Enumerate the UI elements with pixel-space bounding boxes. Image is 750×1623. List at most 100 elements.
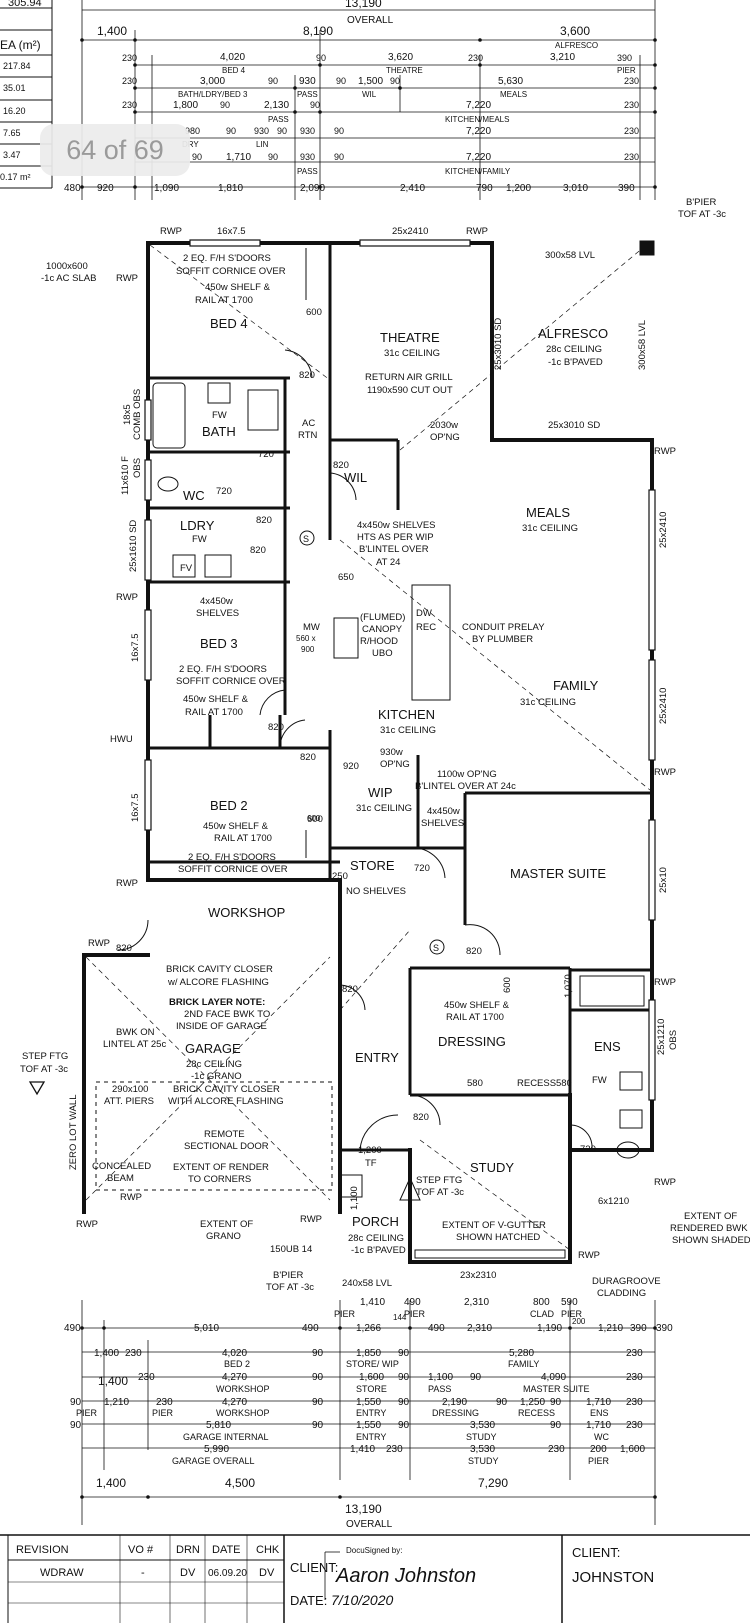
dim-label: 230 [624, 76, 639, 86]
tag-door: 820 [300, 752, 316, 763]
step-triangle-marker [28, 1081, 46, 1096]
tb-row-date: 06.09.20 [208, 1568, 247, 1579]
dim-label: 230 [468, 53, 483, 63]
room-workshop: WORKSHOP [208, 905, 285, 920]
dim-label: 800 [533, 1297, 550, 1308]
room-theatre: THEATRE [380, 330, 440, 345]
dim-label: 90 [398, 1397, 410, 1408]
note: 4x450w SHELVES [357, 520, 436, 531]
dim-label: 90 [398, 1348, 410, 1359]
room-notes: 2 EQ. F/H S'DOORS SOFFIT CORNICE OVER 45… [92, 250, 648, 1256]
note: 2 EQ. F/H S'DOORS [183, 253, 271, 264]
note: 2ND FACE BWK TO [184, 1009, 270, 1020]
tb-header-drn: DRN [176, 1544, 200, 1556]
tb-row-chk: DV [259, 1567, 275, 1579]
tag-rwp: RWP [116, 878, 138, 889]
dim-label: 1,090 [154, 183, 179, 194]
internal-walls [148, 243, 652, 1152]
note: B'LINTEL OVER AT 24c [415, 781, 516, 792]
dim-label: 7,220 [466, 100, 491, 111]
dim-label: 230 [125, 1348, 142, 1359]
tag-rwp: RWP [116, 273, 138, 284]
room-alfresco: ALFRESCO [538, 326, 608, 341]
note: 450w SHELF & [183, 694, 249, 705]
dim-label: PIER [404, 1309, 426, 1319]
note: -1c B'PAVED [548, 357, 603, 368]
top-dimension-labels: 13,190 OVERALL 1,400 8,190 3,600 ALFRESC… [64, 0, 639, 194]
dim-label: 90 [277, 126, 287, 136]
dim-label: 1,410 [360, 1297, 385, 1308]
tag-door: 600 [307, 814, 321, 823]
tb-client-label: CLIENT: [290, 1560, 338, 1575]
dim-label: PIER [152, 1408, 174, 1418]
note: OP'NG [380, 759, 410, 770]
dim-label: 480 [64, 183, 81, 194]
tag-door: 820 [116, 943, 132, 954]
tag-window: 16x7.5 [130, 633, 141, 662]
callout: 23x2310 [460, 1270, 496, 1281]
note: 720 [258, 449, 274, 460]
note: RAIL AT 1700 [446, 1012, 504, 1023]
room-wil: WIL [344, 470, 367, 485]
dim-label: 230 [624, 126, 639, 136]
dim-label: RECESS [518, 1408, 555, 1418]
tb-header-vo: VO # [128, 1544, 154, 1556]
dim-label: 2,130 [264, 100, 289, 111]
dim-overall-value: 13,190 [345, 1502, 382, 1516]
tb-client-label-right: CLIENT: [572, 1545, 620, 1560]
tag-window: 25x2410 [658, 688, 669, 724]
note: DW [416, 608, 432, 619]
callout: 1000x600 [46, 261, 88, 272]
dim-label: LIN [256, 140, 269, 149]
dim-label: 930 [300, 152, 315, 162]
note: (FLUMED) [360, 612, 405, 623]
dim-label: 1,210 [598, 1323, 623, 1334]
dim-label: 230 [138, 1372, 155, 1383]
note: REMOTE [204, 1129, 245, 1140]
dim-label: 1,500 [358, 76, 383, 87]
dim-label: ALFRESCO [555, 41, 598, 50]
note: 31c CEILING [522, 523, 578, 534]
note: RECESS [517, 1078, 556, 1089]
note: 250 [332, 871, 348, 882]
dim-label: 90 [192, 152, 202, 162]
tag-window: COMB OBS [132, 389, 143, 440]
dim-label: 90 [398, 1420, 410, 1431]
dim-label: 8,190 [303, 24, 333, 38]
dim-label: 90 [334, 152, 344, 162]
dim-label: 3,210 [550, 52, 575, 63]
note: 920 [343, 761, 359, 772]
dim-label: 1,190 [537, 1323, 562, 1334]
dim-label: 1,400 [94, 1348, 119, 1359]
note: BRICK CAVITY CLOSER [173, 1084, 280, 1095]
room-labels: BED 4 THEATRE ALFRESCO BATH WC LDRY WIL … [180, 316, 621, 1229]
dim-label: 90 [316, 53, 326, 63]
note: 28c CEILING [546, 344, 602, 355]
callout: SHOWN SHADED [672, 1235, 750, 1246]
note: 31c CEILING [384, 348, 440, 359]
note: BEAM [107, 1173, 134, 1184]
dim-label: 7,220 [466, 126, 491, 137]
dim-label: 4,270 [222, 1372, 247, 1383]
room-bed-4: BED 4 [210, 316, 248, 331]
dim-label: 230 [548, 1444, 565, 1455]
dim-overall-value: 13,190 [345, 0, 382, 10]
dim-label: 230 [122, 53, 137, 63]
callout: TOF AT -3c [266, 1282, 314, 1293]
note: 820 [333, 460, 349, 471]
dim-label: 1,710 [586, 1397, 611, 1408]
tb-date-value: 7/10/2020 [331, 1592, 393, 1608]
note: 1100w OP'NG [437, 769, 497, 780]
dim-label: 7,290 [478, 1476, 508, 1490]
note: 1190x590 CUT OUT [367, 385, 453, 396]
dim-label: PIER [334, 1309, 356, 1319]
note: TOF AT -3c [416, 1187, 464, 1198]
dim-label: 390 [618, 183, 635, 194]
note: CANOPY [362, 624, 403, 635]
dim-label: 1,250 [520, 1397, 545, 1408]
note: -1c B'PAVED [351, 1245, 406, 1256]
dim-label: PASS [297, 167, 318, 176]
dim-label: WORKSHOP [216, 1408, 270, 1418]
note: 820 [413, 1112, 429, 1123]
dim-label: 200 [572, 1317, 586, 1326]
